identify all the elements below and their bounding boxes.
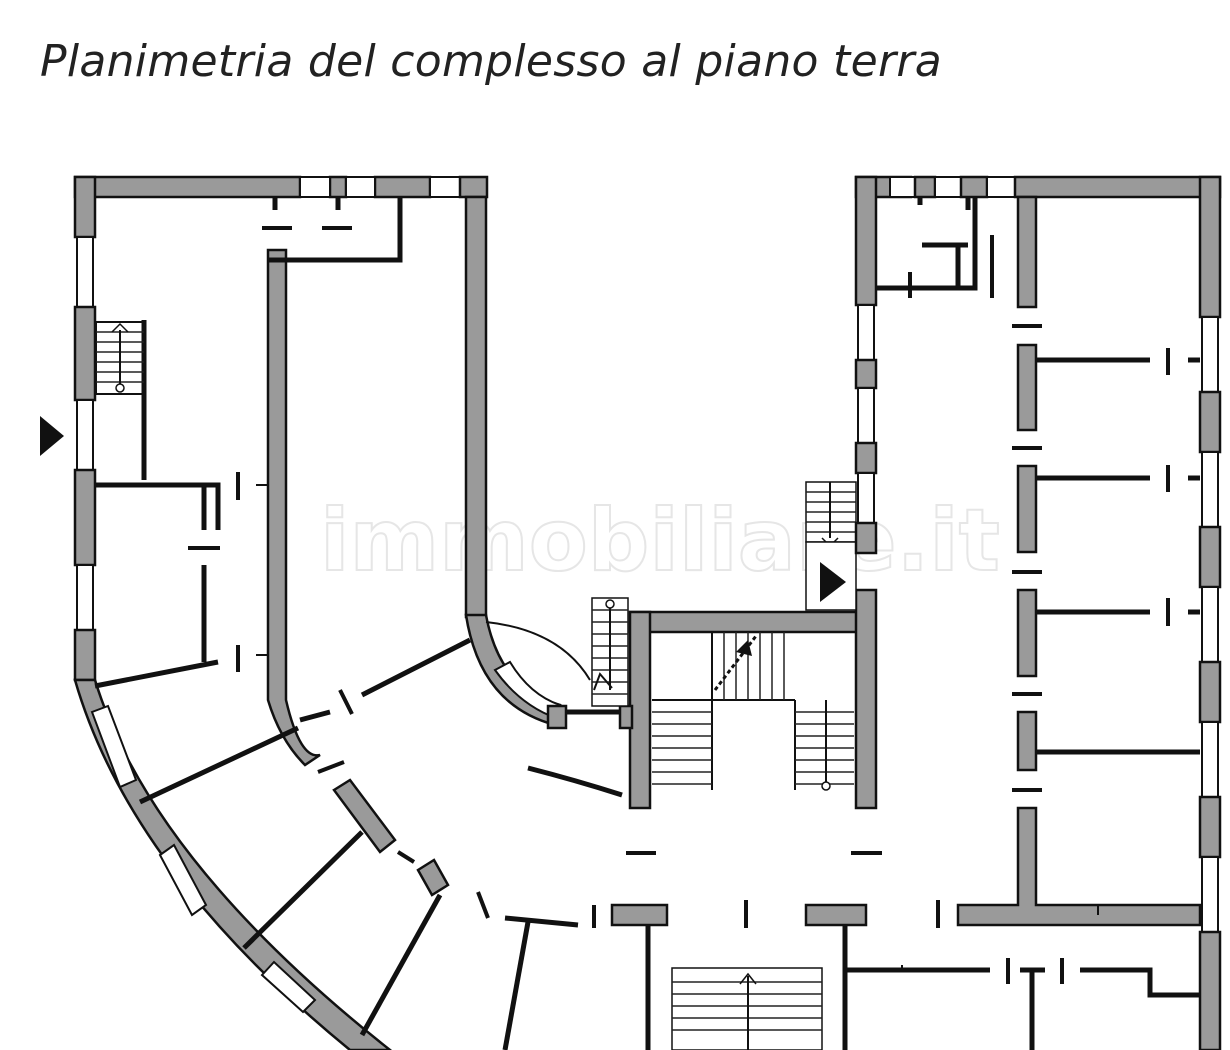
window xyxy=(1201,721,1219,798)
window xyxy=(1201,451,1219,528)
wall xyxy=(73,628,97,682)
wall xyxy=(854,521,878,555)
window xyxy=(345,176,376,198)
window xyxy=(934,176,962,198)
window xyxy=(76,399,94,471)
partition xyxy=(299,709,331,723)
wall xyxy=(854,175,878,307)
page-title: Planimetria del complesso al piano terra xyxy=(40,36,942,87)
staircase xyxy=(95,320,147,480)
partition xyxy=(1020,967,1045,1050)
window xyxy=(1201,856,1219,933)
door xyxy=(476,891,490,919)
partition xyxy=(138,725,300,805)
window xyxy=(1201,316,1219,393)
partition xyxy=(268,197,403,263)
wall xyxy=(804,903,868,927)
door-swing xyxy=(485,621,591,681)
curved-exterior-wall xyxy=(73,678,393,1050)
wall xyxy=(628,610,877,634)
right-wing xyxy=(610,175,1222,1050)
door xyxy=(396,850,416,864)
wall xyxy=(854,588,878,810)
pier xyxy=(618,704,634,730)
pier xyxy=(416,858,450,897)
window xyxy=(857,304,875,361)
wall xyxy=(458,175,489,199)
wall xyxy=(1198,930,1222,1050)
pier xyxy=(546,704,568,730)
wall xyxy=(464,195,488,619)
partition xyxy=(504,915,579,928)
wall xyxy=(959,175,989,199)
partition xyxy=(502,921,531,1050)
window xyxy=(857,387,875,444)
wall xyxy=(328,175,348,199)
window xyxy=(76,236,94,308)
partition xyxy=(94,659,219,689)
window xyxy=(158,843,208,917)
wall xyxy=(73,175,97,239)
central-stair-block xyxy=(546,481,878,810)
window xyxy=(1201,586,1219,663)
wall xyxy=(854,358,878,390)
wall xyxy=(1013,175,1222,199)
office-partitions xyxy=(956,343,1202,927)
wall xyxy=(854,441,878,475)
wall xyxy=(1016,195,1038,309)
window xyxy=(889,176,916,198)
entrance-arrow-icon xyxy=(820,562,846,602)
wall xyxy=(73,468,97,567)
window xyxy=(857,472,875,524)
staircase xyxy=(671,967,823,1050)
window xyxy=(76,564,94,631)
wall xyxy=(73,305,97,402)
wall xyxy=(913,175,937,199)
partition xyxy=(360,637,472,698)
wall xyxy=(1198,390,1222,454)
pier xyxy=(332,778,397,854)
wall xyxy=(610,903,669,927)
window xyxy=(260,960,317,1014)
window xyxy=(986,176,1016,198)
staircase xyxy=(805,481,857,611)
partition xyxy=(359,893,443,1037)
curved-partition xyxy=(527,765,623,798)
window xyxy=(429,176,461,198)
entrance-arrow-icon xyxy=(40,416,64,456)
partition xyxy=(95,482,221,530)
wall xyxy=(373,175,432,199)
partition xyxy=(242,830,364,950)
watermark: immobiliare.it xyxy=(320,491,1000,591)
window xyxy=(299,176,331,198)
wall xyxy=(1198,660,1222,724)
staircase xyxy=(591,597,629,707)
door xyxy=(317,760,345,774)
wall xyxy=(1198,525,1222,589)
wall xyxy=(1198,175,1222,319)
door xyxy=(338,689,354,715)
window xyxy=(90,704,138,789)
corridor-wall xyxy=(266,248,321,767)
wall xyxy=(73,175,302,199)
partition xyxy=(1080,967,1200,998)
staircase xyxy=(652,632,854,791)
wall xyxy=(1198,795,1222,859)
left-wing xyxy=(73,175,623,1050)
